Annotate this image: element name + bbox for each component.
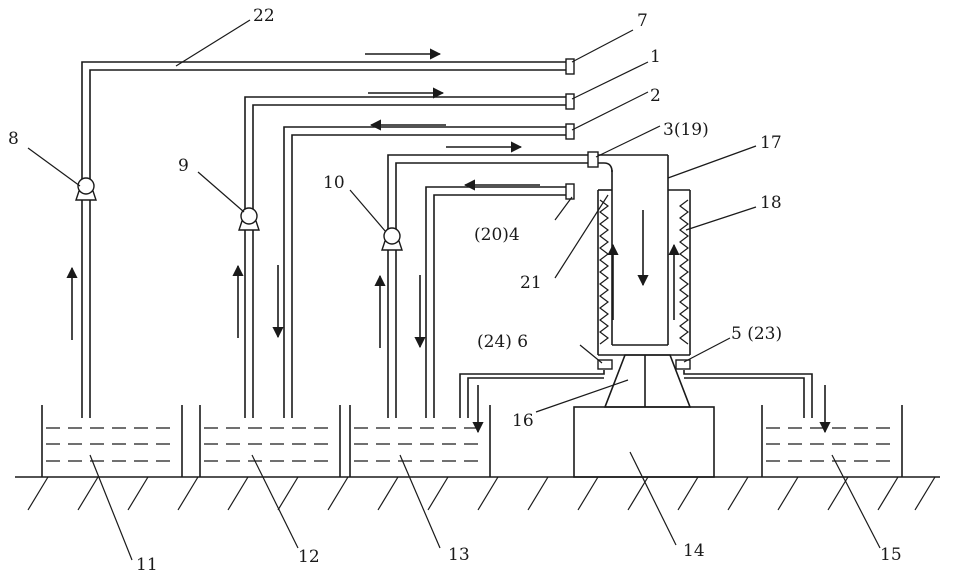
base-block-14 [574,407,714,477]
flow-arrows [72,54,825,432]
leader-lines [28,20,880,560]
label-9: 9 [178,156,189,176]
pipe-from-port-5 [684,370,812,418]
pipe-to-port-1 [245,97,568,418]
inner-tube-17 [612,155,668,345]
label-24-6: (24) 6 [477,332,528,352]
label-13: 13 [448,545,470,565]
label-7: 7 [637,11,648,31]
tank-11 [42,405,182,477]
port-1 [566,94,574,109]
serrated-wall-right [680,200,688,344]
label-5-23: 5 (23) [731,324,782,344]
pump-8 [76,178,96,200]
serrated-wall-left [600,200,608,344]
label-2: 2 [650,86,661,106]
label-12: 12 [298,547,320,567]
tank-13 [350,405,490,477]
pump-9 [239,208,259,230]
label-16: 16 [512,411,534,431]
label-20-4: (20)4 [474,225,520,245]
ground [15,477,940,510]
tank-15 [762,405,902,477]
label-1: 1 [650,47,661,67]
port-2 [566,124,574,139]
label-10: 10 [323,173,345,193]
label-17: 17 [760,133,782,153]
label-11: 11 [136,555,158,575]
port-5 [676,360,690,369]
tank-12 [200,405,340,477]
label-8: 8 [8,129,19,149]
port-4 [566,184,574,199]
label-21: 21 [520,273,542,293]
label-15: 15 [880,545,902,565]
label-3-19: 3(19) [663,120,709,140]
pipe-from-port-4 [426,187,566,418]
label-14: 14 [683,541,705,561]
label-22: 22 [253,6,275,26]
port-3 [588,152,598,167]
label-18: 18 [760,193,782,213]
